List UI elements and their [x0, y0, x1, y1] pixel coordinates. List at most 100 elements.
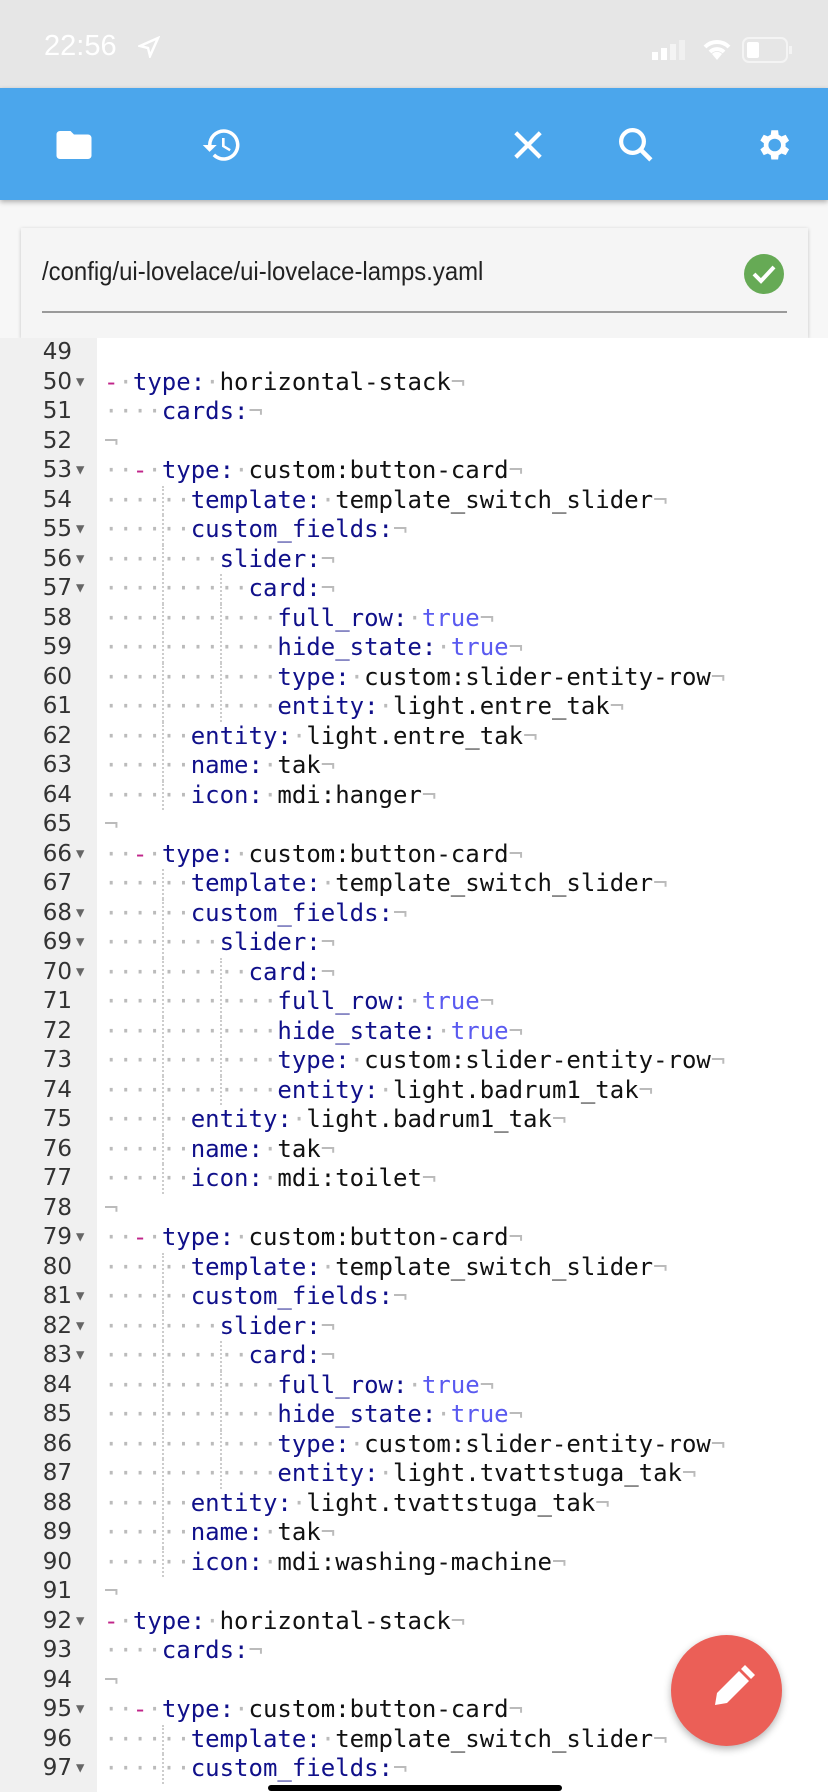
code-line[interactable]: 64······icon:·mdi:hanger¬	[0, 780, 828, 810]
code-line[interactable]: 53▼··-·type:·custom:button-card¬	[0, 456, 828, 486]
fold-arrow-icon[interactable]: ▼	[76, 580, 85, 596]
code-line[interactable]: 69▼········slider:¬	[0, 928, 828, 958]
code-line[interactable]: 91¬	[0, 1577, 828, 1607]
line-code: ······template:·template_switch_slider¬	[104, 485, 668, 514]
code-line[interactable]: 57▼··········card:¬	[0, 574, 828, 604]
code-line[interactable]: 88······entity:·light.tvattstuga_tak¬	[0, 1488, 828, 1518]
fold-arrow-icon[interactable]: ▼	[76, 1347, 85, 1363]
fold-arrow-icon[interactable]: ▼	[76, 462, 85, 478]
code-line[interactable]: 54······template:·template_switch_slider…	[0, 485, 828, 515]
code-line[interactable]: 86············type:·custom:slider-entity…	[0, 1429, 828, 1459]
yaml-key: entity	[277, 692, 365, 720]
fold-arrow-icon[interactable]: ▼	[76, 963, 85, 980]
code-line[interactable]: 65¬	[0, 810, 828, 840]
code-line[interactable]: 52¬	[0, 427, 828, 457]
code-line[interactable]: 67······template:·template_switch_slider…	[0, 869, 828, 899]
code-line[interactable]: 60············type:·custom:slider-entity…	[0, 662, 828, 692]
code-line[interactable]: 66▼··-·type:·custom:button-card¬	[0, 840, 828, 870]
line-code: ····cards:¬	[104, 397, 263, 425]
code-line[interactable]: 63······name:·tak¬	[0, 751, 828, 781]
gear-icon[interactable]	[752, 124, 794, 166]
yaml-key: type	[161, 1695, 220, 1723]
fold-arrow-icon[interactable]: ▼	[76, 1701, 85, 1717]
code-line[interactable]: 96······template:·template_switch_slider…	[0, 1724, 828, 1754]
fold-arrow-icon[interactable]: ▼	[76, 550, 85, 567]
code-line[interactable]: 77······icon:·mdi:toilet¬	[0, 1164, 828, 1194]
yaml-value: template_switch_slider	[335, 1724, 654, 1753]
code-line[interactable]: 74············entity:·light.badrum1_tak¬	[0, 1075, 828, 1105]
fold-arrow-icon[interactable]: ▼	[76, 1317, 85, 1334]
fold-arrow-icon[interactable]: ▼	[76, 1288, 85, 1304]
code-line[interactable]: 83▼··········card:¬	[0, 1341, 828, 1371]
line-number: 87	[42, 1460, 72, 1486]
line-code: ········slider:¬	[104, 1311, 336, 1340]
indent-guide	[219, 1370, 222, 1400]
fold-arrow-icon[interactable]: ▼	[76, 521, 85, 537]
fold-arrow-icon[interactable]: ▼	[76, 1612, 85, 1629]
history-icon[interactable]	[201, 124, 243, 166]
code-line[interactable]: 84············full_row:·true¬	[0, 1370, 828, 1400]
search-icon[interactable]	[615, 124, 657, 166]
yaml-value: mdi:hanger	[277, 780, 422, 809]
edit-button[interactable]	[671, 1635, 782, 1746]
fold-arrow-icon[interactable]: ▼	[76, 934, 85, 950]
code-line[interactable]: 92▼-·type:·horizontal-stack¬	[0, 1607, 828, 1637]
code-line[interactable]: 93····cards:¬	[0, 1636, 828, 1666]
folder-icon[interactable]	[53, 124, 95, 166]
yaml-key: full_row	[277, 603, 393, 632]
line-code: ········slider:¬	[104, 928, 336, 956]
close-icon[interactable]	[507, 124, 549, 166]
code-line[interactable]: 73············type:·custom:slider-entity…	[0, 1046, 828, 1076]
code-line[interactable]: 87············entity:·light.tvattstuga_t…	[0, 1459, 828, 1489]
code-line[interactable]: 81▼······custom_fields:¬	[0, 1282, 828, 1312]
code-line[interactable]: 97▼······custom_fields:¬	[0, 1754, 828, 1784]
code-line[interactable]: 82▼········slider:¬	[0, 1311, 828, 1341]
line-number: 83	[42, 1342, 72, 1368]
code-line[interactable]: 72············hide_state:·true¬	[0, 1016, 828, 1046]
file-path-card: /config/ui-lovelace/ui-lovelace-lamps.ya…	[21, 228, 808, 338]
fold-arrow-icon[interactable]: ▼	[76, 1760, 85, 1776]
indent-guide	[161, 928, 164, 958]
code-line[interactable]: 68▼······custom_fields:¬	[0, 898, 828, 928]
indent-guide	[161, 957, 164, 987]
code-line[interactable]: 62······entity:·light.entre_tak¬	[0, 721, 828, 751]
code-line[interactable]: 50▼-·type:·horizontal-stack¬	[0, 368, 828, 398]
code-line[interactable]: 59············hide_state:·true¬	[0, 633, 828, 663]
code-line[interactable]: 78¬	[0, 1194, 828, 1224]
fold-arrow-icon[interactable]: ▼	[76, 1229, 85, 1245]
code-line[interactable]: 51····cards:¬	[0, 397, 828, 427]
code-line[interactable]: 70▼··········card:¬	[0, 957, 828, 987]
code-line[interactable]: 56▼········slider:¬	[0, 544, 828, 574]
yaml-key: hide_state	[277, 1016, 422, 1045]
code-line[interactable]: 71············full_row:·true¬	[0, 987, 828, 1017]
home-indicator[interactable]	[268, 1785, 562, 1791]
fold-arrow-icon[interactable]: ▼	[76, 904, 85, 921]
indent-guide	[161, 1488, 164, 1518]
fold-arrow-icon[interactable]: ▼	[76, 373, 85, 390]
code-line[interactable]: 75······entity:·light.badrum1_tak¬	[0, 1105, 828, 1135]
yaml-key: full_row	[277, 987, 393, 1015]
code-line[interactable]: 94¬	[0, 1666, 828, 1696]
code-line[interactable]: 49	[0, 338, 828, 368]
line-code: ············full_row:·true¬	[104, 987, 495, 1015]
yaml-value: true	[421, 1370, 480, 1399]
fold-arrow-icon[interactable]: ▼	[76, 845, 85, 862]
code-line[interactable]: 58············full_row:·true¬	[0, 603, 828, 633]
code-line[interactable]: 79▼··-·type:·custom:button-card¬	[0, 1223, 828, 1253]
code-line[interactable]: 76······name:·tak¬	[0, 1134, 828, 1164]
code-line[interactable]: 95▼··-·type:·custom:button-card¬	[0, 1695, 828, 1725]
code-line[interactable]: 89······name:·tak¬	[0, 1518, 828, 1548]
code-line[interactable]: 80······template:·template_switch_slider…	[0, 1252, 828, 1282]
indent-guide	[161, 574, 164, 604]
yaml-key: card	[248, 1341, 307, 1369]
code-line[interactable]: 85············hide_state:·true¬	[0, 1400, 828, 1430]
yaml-value: light.entre_tak	[306, 721, 524, 750]
indent-guide	[161, 662, 164, 692]
file-path[interactable]: /config/ui-lovelace/ui-lovelace-lamps.ya…	[42, 256, 484, 286]
line-number: 61	[42, 693, 72, 719]
yaml-key: custom_fields	[190, 1282, 379, 1310]
code-line[interactable]: 61············entity:·light.entre_tak¬	[0, 692, 828, 722]
code-line[interactable]: 55▼······custom_fields:¬	[0, 515, 828, 545]
code-line[interactable]: 90······icon:·mdi:washing-machine¬	[0, 1547, 828, 1577]
